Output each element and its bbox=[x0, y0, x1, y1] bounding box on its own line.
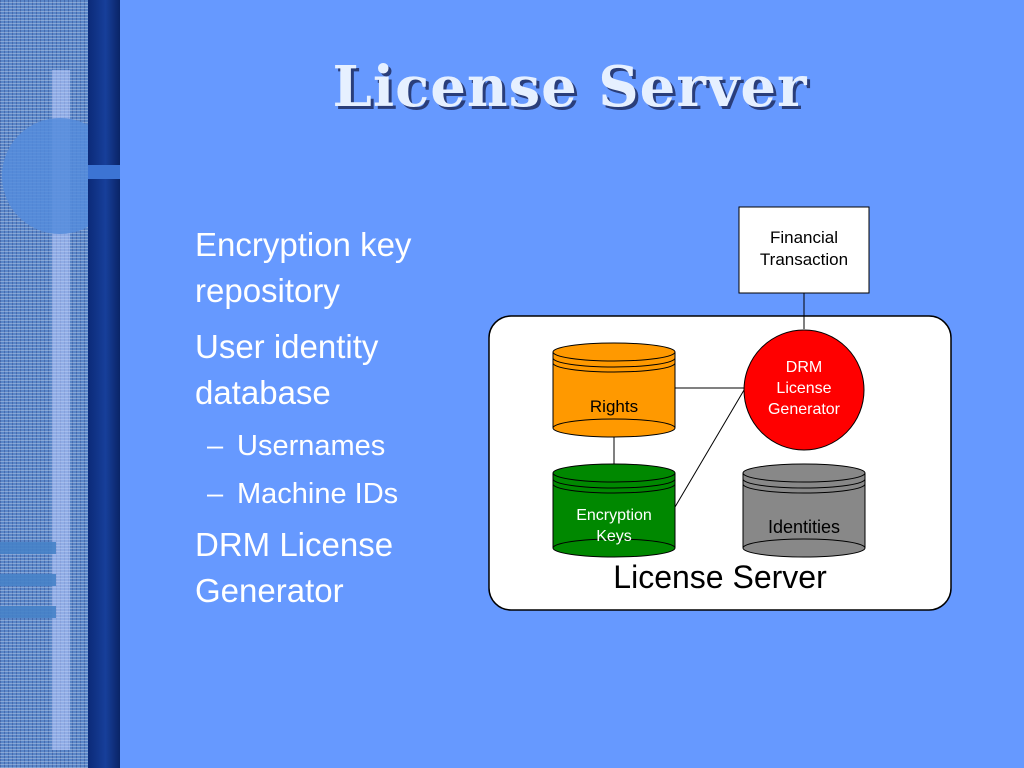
bullet-encryption-key-repository: Encryption key repository bbox=[195, 226, 412, 309]
label-line: Keys bbox=[596, 528, 632, 545]
decorative-band bbox=[0, 0, 88, 768]
dash: – bbox=[207, 430, 224, 462]
financial-transaction-box bbox=[738, 206, 870, 294]
label-line: DRM bbox=[785, 359, 823, 376]
identities-database-icon bbox=[742, 463, 866, 558]
decorative-stripe bbox=[0, 542, 56, 554]
encryption-keys-label: Encryption Keys bbox=[553, 505, 675, 547]
license-server-container-label: License Server bbox=[613, 559, 827, 595]
decorative-stripe bbox=[0, 574, 56, 586]
sub-bullet-machine-ids: – Machine IDs bbox=[207, 474, 485, 514]
license-server-diagram: Financial Transaction DRM License Genera… bbox=[485, 205, 955, 615]
dash: – bbox=[207, 478, 224, 510]
label-line: Generator bbox=[767, 401, 841, 418]
diagram-shapes bbox=[488, 206, 952, 611]
bullet-user-identity-database: User identity database bbox=[195, 328, 379, 411]
label-line: Encryption bbox=[576, 507, 652, 524]
slide-title: License Server bbox=[332, 54, 808, 120]
connector-keys-drm bbox=[674, 384, 748, 508]
decorative-bar bbox=[88, 165, 120, 179]
decorative-dark-bar bbox=[88, 0, 120, 768]
encryption-keys-database-icon bbox=[552, 463, 676, 558]
decorative-strip bbox=[52, 70, 70, 750]
sub-bullet-text: Usernames bbox=[237, 430, 386, 462]
bullet-list: Encryption key repository User identity … bbox=[195, 222, 485, 624]
sub-bullet-usernames: – Usernames bbox=[207, 426, 485, 466]
rights-database-icon bbox=[552, 342, 676, 438]
label-line: License bbox=[776, 380, 832, 397]
drm-license-generator-node bbox=[743, 329, 865, 451]
drm-license-generator-label: DRM License Generator bbox=[744, 357, 864, 420]
sub-bullet-text: Machine IDs bbox=[237, 478, 399, 510]
decorative-stripe bbox=[0, 606, 56, 618]
rights-label: Rights bbox=[589, 397, 639, 416]
financial-transaction-label: Financial Transaction bbox=[739, 227, 869, 271]
label-line: Financial bbox=[769, 228, 839, 247]
identities-label: Identities bbox=[767, 517, 841, 537]
label-line: Transaction bbox=[759, 250, 849, 269]
bullet-drm-license-generator: DRM License Generator bbox=[195, 526, 394, 609]
